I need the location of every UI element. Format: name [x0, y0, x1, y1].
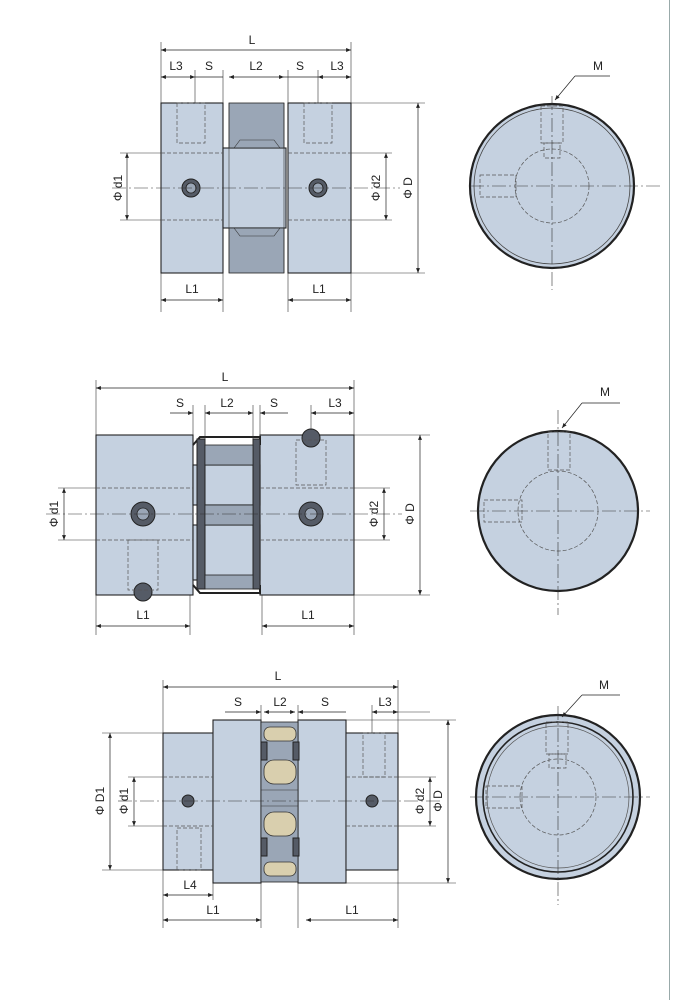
view-3-side: L S L2 S L3 Φ D1 Φ d1 Φ d2 Φ D [93, 669, 456, 928]
dim-L1-right: L1 [345, 903, 359, 917]
dim-L1-left: L1 [206, 903, 220, 917]
view-3-end: M [470, 678, 650, 905]
dim-d1: Φ d1 [111, 175, 125, 202]
dim-d1: Φ d1 [117, 788, 131, 815]
view-1: L L3 S L2 S L3 Φ d1 Φ d2 Φ D [111, 33, 660, 312]
dim-D: Φ D [431, 790, 445, 812]
dim-D1: Φ D1 [93, 787, 107, 816]
view-2-side: L S L2 S L3 Φ d1 Φ d2 Φ D [46, 370, 430, 635]
dim-S-right: S [321, 695, 329, 709]
spider-cushions [260, 726, 300, 877]
dim-L1-left: L1 [136, 608, 150, 622]
dim-D: Φ D [401, 177, 415, 199]
dim-L: L [249, 33, 256, 47]
dim-d2: Φ d2 [413, 788, 427, 815]
dim-d2: Φ d2 [367, 501, 381, 528]
view-1-end: M [468, 59, 660, 290]
dim-L1-left: L1 [185, 282, 199, 296]
dim-L1-right: L1 [312, 282, 326, 296]
dim-L: L [222, 370, 229, 384]
view-3: L S L2 S L3 Φ D1 Φ d1 Φ d2 Φ D [93, 669, 650, 928]
spider-bottom [204, 574, 254, 590]
dim-S-left: S [176, 396, 184, 410]
view-1-side: L L3 S L2 S L3 Φ d1 Φ d2 Φ D [111, 33, 425, 312]
spider-top [204, 444, 254, 466]
dim-d2: Φ d2 [369, 175, 383, 202]
dim-D: Φ D [403, 503, 417, 525]
view-2: L S L2 S L3 Φ d1 Φ d2 Φ D [46, 370, 650, 635]
dim-S-left: S [205, 59, 213, 73]
page-right-border [669, 0, 670, 1000]
dim-L2: L2 [220, 396, 234, 410]
spider-top [228, 102, 285, 149]
dim-L1-right: L1 [301, 608, 315, 622]
dim-S-left: S [234, 695, 242, 709]
dim-d1: Φ d1 [47, 501, 61, 528]
dim-L3: L3 [328, 396, 342, 410]
dim-M: M [593, 59, 603, 73]
dim-L2: L2 [249, 59, 263, 73]
dim-L2: L2 [273, 695, 287, 709]
dim-M: M [600, 385, 610, 399]
dim-L3-right: L3 [330, 59, 344, 73]
spider-mid [204, 504, 254, 526]
dim-L: L [275, 669, 282, 683]
dim-L3-left: L3 [169, 59, 183, 73]
dim-S-right: S [296, 59, 304, 73]
dim-L4: L4 [183, 878, 197, 892]
dim-L3: L3 [378, 695, 392, 709]
spider-bottom [228, 227, 285, 274]
dim-S-right: S [270, 396, 278, 410]
dim-M: M [599, 678, 609, 692]
view-2-end: M [470, 385, 650, 615]
